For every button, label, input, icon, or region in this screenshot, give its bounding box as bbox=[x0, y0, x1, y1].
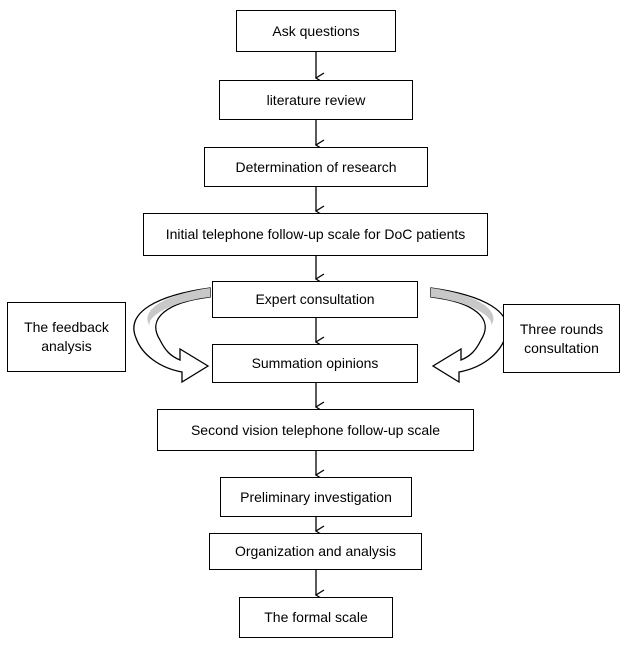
step-label: Expert consultation bbox=[255, 291, 375, 308]
step-label: Summation opinions bbox=[251, 355, 379, 372]
step-label: Second vision telephone follow-up scale bbox=[190, 421, 441, 438]
side-label-line2: analysis bbox=[41, 338, 92, 354]
side-box-feedback-analysis: The feedback analysis bbox=[7, 302, 126, 372]
step-preliminary-investigation: Preliminary investigation bbox=[220, 477, 412, 517]
step-ask-questions: Ask questions bbox=[236, 10, 396, 52]
step-label: Preliminary investigation bbox=[240, 488, 392, 505]
step-literature-review: literature review bbox=[219, 80, 413, 120]
step-organization-analysis: Organization and analysis bbox=[209, 533, 422, 570]
step-formal-scale: The formal scale bbox=[239, 597, 393, 638]
side-box-three-rounds-consultation: Three rounds consultation bbox=[503, 304, 620, 373]
step-label: The formal scale bbox=[264, 609, 368, 626]
step-initial-scale: Initial telephone follow-up scale for Do… bbox=[143, 213, 488, 256]
step-label: literature review bbox=[266, 91, 366, 108]
step-label: Determination of research bbox=[235, 158, 397, 175]
step-label: Organization and analysis bbox=[234, 543, 397, 560]
side-label-line1: Three rounds bbox=[519, 320, 604, 337]
step-label: Initial telephone follow-up scale for Do… bbox=[165, 226, 466, 243]
side-label-line1: The feedback bbox=[24, 319, 109, 336]
step-determination-of-research: Determination of research bbox=[204, 147, 428, 187]
step-second-scale: Second vision telephone follow-up scale bbox=[157, 409, 474, 451]
side-label-line2: consultation bbox=[524, 339, 599, 356]
step-summation-opinions: Summation opinions bbox=[212, 344, 418, 383]
step-expert-consultation: Expert consultation bbox=[212, 281, 418, 318]
step-label: Ask questions bbox=[272, 22, 360, 39]
